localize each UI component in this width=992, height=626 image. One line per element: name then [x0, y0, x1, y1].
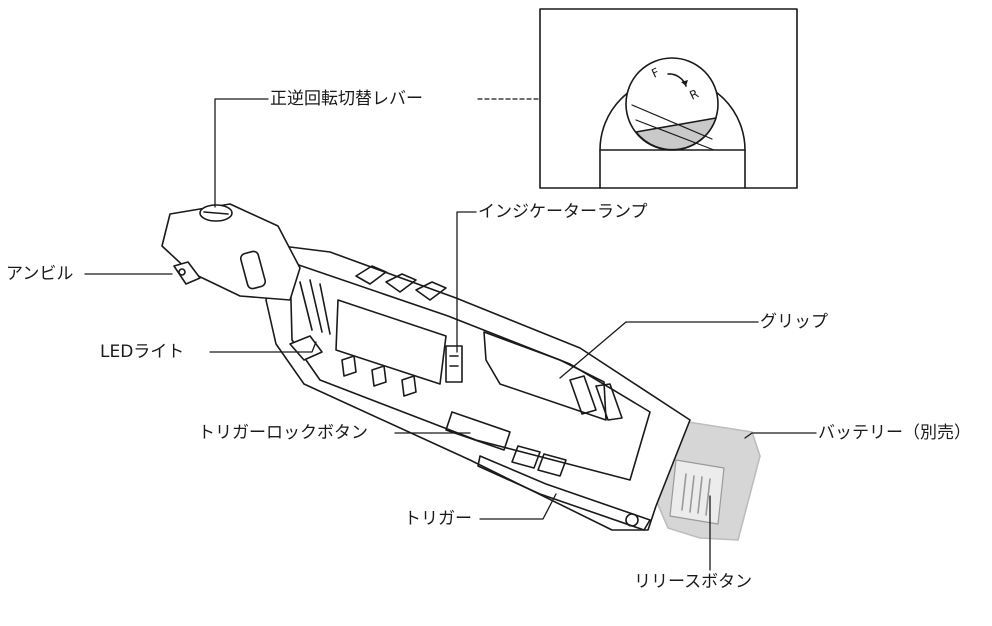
- label-anvil: アンビル: [6, 264, 74, 284]
- label-grip: グリップ: [760, 312, 828, 332]
- inset-detail: F R: [539, 8, 798, 189]
- label-trigger-lock: トリガーロックボタン: [198, 423, 368, 443]
- label-release-button: リリースボタン: [634, 572, 753, 592]
- label-trigger: トリガー: [404, 509, 472, 529]
- battery-pack: [655, 421, 761, 541]
- label-reverse-lever: 正逆回転切替レバー: [270, 89, 423, 109]
- label-indicator-lamp: インジケーターランプ: [478, 202, 648, 222]
- label-battery: バッテリー（別売）: [818, 423, 971, 443]
- tool-head: [161, 203, 323, 361]
- label-led-light: LEDライト: [100, 342, 185, 362]
- tool-body: [265, 245, 691, 531]
- callout-lines: [84, 98, 817, 571]
